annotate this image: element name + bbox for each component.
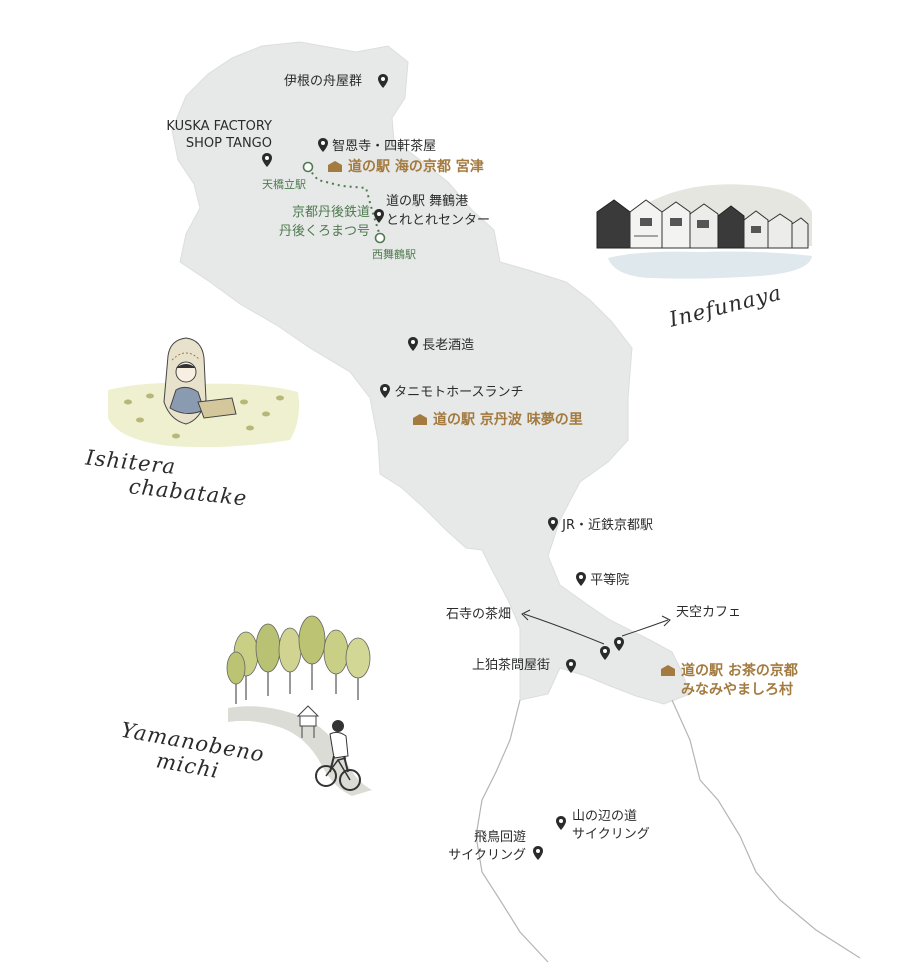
spot-ishitera[interactable]: 石寺の茶畑 [446, 607, 512, 622]
arrow-head-ishitera [521, 609, 531, 621]
spot-ine-label: 伊根の舟屋群 [284, 74, 363, 89]
spot-byodoin[interactable]: 平等院 [576, 572, 629, 589]
spot-tanimoto[interactable]: タニモトホースランチ [380, 384, 524, 401]
spot-chorou[interactable]: 長老酒造 [408, 337, 474, 354]
michi-no-eki-ajimu-label: 道の駅 京丹波 味夢の里 [433, 412, 583, 428]
michi-no-eki-icon [661, 665, 675, 676]
railway-name-line2: 丹後くろまつ号 [278, 224, 370, 239]
spot-chionji[interactable]: 智恩寺・四軒茶屋 [318, 138, 436, 155]
pin-icon [408, 337, 418, 351]
cyclist [315, 720, 361, 791]
arrow-to-tenku [621, 619, 669, 637]
michi-no-eki-miyazu-label: 道の駅 海の京都 宮津 [348, 159, 484, 175]
spot-kamikoma[interactable]: 上狛茶問屋街 [472, 658, 551, 673]
pin-icon-yamanobe [556, 816, 566, 830]
michi-no-eki-minamiyamashiro-label-2: みなみやましろ村 [681, 682, 793, 698]
boathouse [791, 217, 809, 249]
inefunaya-illustration [596, 184, 812, 279]
tea-leaf-dots [124, 393, 284, 439]
spot-tenku[interactable]: 天空カフェ [676, 605, 742, 620]
station-nishimaizuru: 西舞鶴駅 [372, 248, 416, 261]
tea-picker-woman [163, 337, 237, 425]
boathouse [629, 199, 663, 249]
inefunaya-water [608, 251, 812, 279]
boathouse [689, 203, 719, 249]
pin-icon [380, 384, 390, 398]
michi-no-eki-ajimu[interactable]: 道の駅 京丹波 味夢の里 [413, 411, 583, 430]
spot-yamanobe-cycling[interactable]: 山の辺の道 サイクリング [572, 808, 650, 844]
spot-maizuru[interactable]: 道の駅 舞鶴港 とれとれセンター [386, 192, 490, 230]
spot-maizuru-label-1: 道の駅 舞鶴港 [386, 194, 469, 209]
michi-no-eki-minamiyamashiro[interactable]: 道の駅 お茶の京都 みなみやましろ村 [661, 662, 798, 700]
spot-maizuru-label-2: とれとれセンター [386, 213, 491, 228]
spot-yamanobe-label-2: サイクリング [572, 827, 650, 842]
station-marker-nishimaizuru [374, 232, 386, 244]
pin-icon-asuka [533, 846, 543, 860]
spot-chorou-label: 長老酒造 [422, 338, 475, 353]
trees [226, 615, 371, 704]
michi-no-eki-minamiyamashiro-label-1: 道の駅 お茶の京都 [681, 663, 798, 679]
pin-icon [318, 138, 328, 152]
boathouse [596, 199, 631, 249]
ishitera-illustration [108, 337, 299, 448]
spot-byodoin-label: 平等院 [590, 573, 630, 588]
spot-asuka-label-1: 飛鳥回遊 [473, 830, 526, 845]
spot-asuka-label-2: サイクリング [448, 848, 526, 863]
michi-no-eki-icon [413, 414, 427, 425]
spot-tanimoto-label: タニモトホースランチ [394, 385, 524, 400]
spot-asuka-cycling[interactable]: 飛鳥回遊 サイクリング [430, 829, 526, 865]
michi-no-eki-miyazu[interactable]: 道の駅 海の京都 宮津 [328, 158, 484, 177]
michi-no-eki-icon [328, 161, 342, 172]
railway-line [307, 167, 381, 237]
spot-kuska-label-1: KUSKA FACTORY [166, 119, 272, 134]
spot-ine[interactable]: 伊根の舟屋群 [284, 73, 362, 90]
signboard [296, 705, 320, 738]
kyoto-prefecture-region [171, 41, 691, 705]
boathouse [661, 201, 691, 249]
yamanobe-illustration [226, 615, 372, 796]
spot-chionji-label: 智恩寺・四軒茶屋 [332, 139, 437, 154]
boathouse [767, 213, 793, 249]
arrow-head-tenku [661, 615, 671, 627]
pin-icon [548, 517, 558, 531]
railway-name-line1: 京都丹後鉄道 [291, 205, 370, 220]
railway-name: 京都丹後鉄道 丹後くろまつ号 [254, 203, 370, 241]
station-amanohashidate: 天橋立駅 [262, 178, 306, 191]
spot-kuska-label-2: SHOP TANGO [185, 136, 272, 151]
spot-kyoto-station[interactable]: JR・近鉄京都駅 [548, 517, 653, 534]
nara-outline [475, 699, 861, 963]
station-marker-amanohashidate [302, 161, 314, 173]
spot-kuska[interactable]: KUSKA FACTORY SHOP TANGO [156, 118, 272, 152]
arrow-to-ishitera [523, 613, 605, 645]
spot-yamanobe-label-1: 山の辺の道 [572, 809, 638, 824]
pin-icon [576, 572, 586, 586]
spot-kyoto-station-label: JR・近鉄京都駅 [562, 518, 654, 533]
